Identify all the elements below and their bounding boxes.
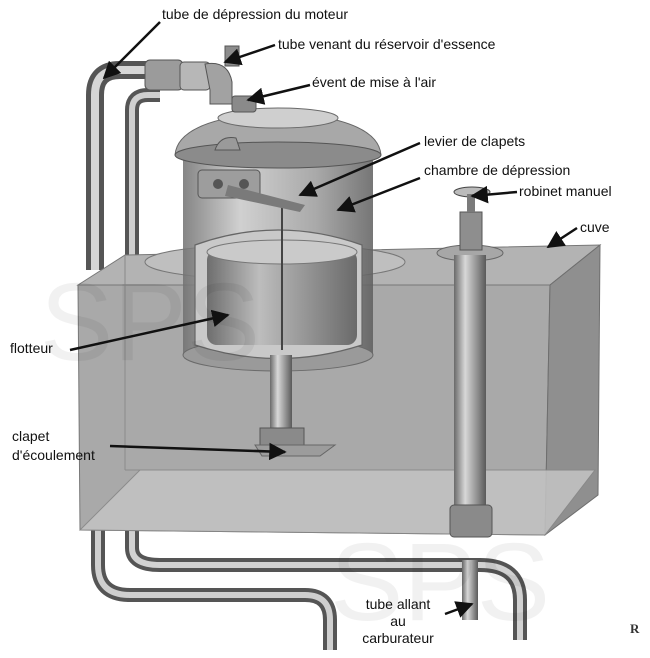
arrow-event xyxy=(246,83,311,105)
label-tube-depression-moteur: tube de dépression du moteur xyxy=(162,6,349,22)
valve-lever xyxy=(197,169,305,212)
engine-vacuum-pipe xyxy=(86,61,160,270)
label-cuve: cuve xyxy=(580,219,610,235)
arrow-flotteur xyxy=(69,309,230,352)
arrow-tube-depression xyxy=(102,21,161,80)
arrow-robinet xyxy=(470,185,518,204)
arrow-chambre xyxy=(336,176,421,213)
outlet-tube xyxy=(436,186,504,538)
label-clapet-line2: d'écoulement xyxy=(12,447,95,463)
arrow-clapet xyxy=(109,442,287,461)
watermark-text-2: SPS xyxy=(330,521,550,644)
arrow-carburateur xyxy=(444,601,474,618)
label-carbu-line3: carburateur xyxy=(362,630,434,646)
label-chambre: chambre de dépression xyxy=(424,162,571,178)
leader-arrows xyxy=(69,21,578,618)
signature-mark: R xyxy=(630,621,640,636)
arrow-tube-reservoir xyxy=(223,43,276,66)
label-clapet-line1: clapet xyxy=(12,428,50,444)
label-robinet: robinet manuel xyxy=(519,183,612,199)
arrow-cuve xyxy=(546,226,578,249)
label-flotteur: flotteur xyxy=(10,340,53,356)
arrow-levier xyxy=(298,141,421,197)
label-tube-reservoir: tube venant du réservoir d'essence xyxy=(278,36,496,52)
label-levier: levier de clapets xyxy=(424,133,526,149)
watermark-text: SPS xyxy=(40,261,260,384)
label-carbu-line1: tube allant xyxy=(365,596,431,612)
label-carbu-line2: au xyxy=(390,613,406,629)
float xyxy=(206,200,358,350)
label-event: évent de mise à l'air xyxy=(312,74,437,90)
